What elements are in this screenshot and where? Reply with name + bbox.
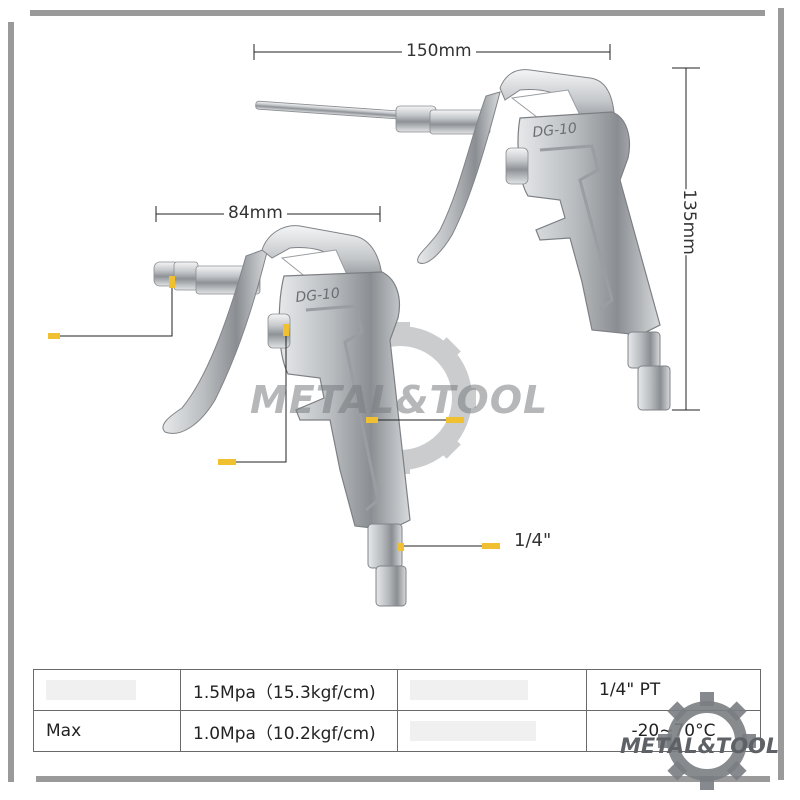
table-cell: [33, 669, 181, 711]
large-gun-marking: DG-10: [532, 120, 578, 141]
frame-right-bar: [778, 8, 784, 780]
fitting-size-label: 1/4": [514, 530, 552, 551]
logo-gear-icon: [658, 692, 756, 790]
large-length-label: 150mm: [402, 41, 476, 61]
callout-leaders: [52, 282, 496, 547]
large-blow-gun: DG-10: [255, 69, 671, 411]
frame-left-bar: [8, 22, 14, 782]
table-cell: [397, 669, 587, 711]
table-cell: 1.0Mpa（10.2kgf/cm): [180, 710, 398, 752]
small-length-label: 84mm: [224, 203, 287, 223]
table-cell: Max: [33, 710, 181, 752]
table-cell: [397, 710, 587, 752]
callout-markers: [48, 276, 500, 551]
logo-brand-text: METAL&TOOL: [620, 734, 780, 758]
table-cell: 1.5Mpa（15.3kgf/cm): [180, 669, 398, 711]
watermark-brand-text: METAL&TOOL: [250, 378, 549, 422]
frame-bottom-bar: [36, 776, 770, 782]
large-height-label: 135mm: [678, 189, 699, 255]
frame-top-bar: [30, 10, 765, 16]
table-row: 1.5Mpa（15.3kgf/cm) 1/4" PT: [33, 669, 761, 711]
small-blow-gun: DG-10: [153, 225, 411, 607]
small-gun-marking: DG-10: [295, 285, 341, 306]
